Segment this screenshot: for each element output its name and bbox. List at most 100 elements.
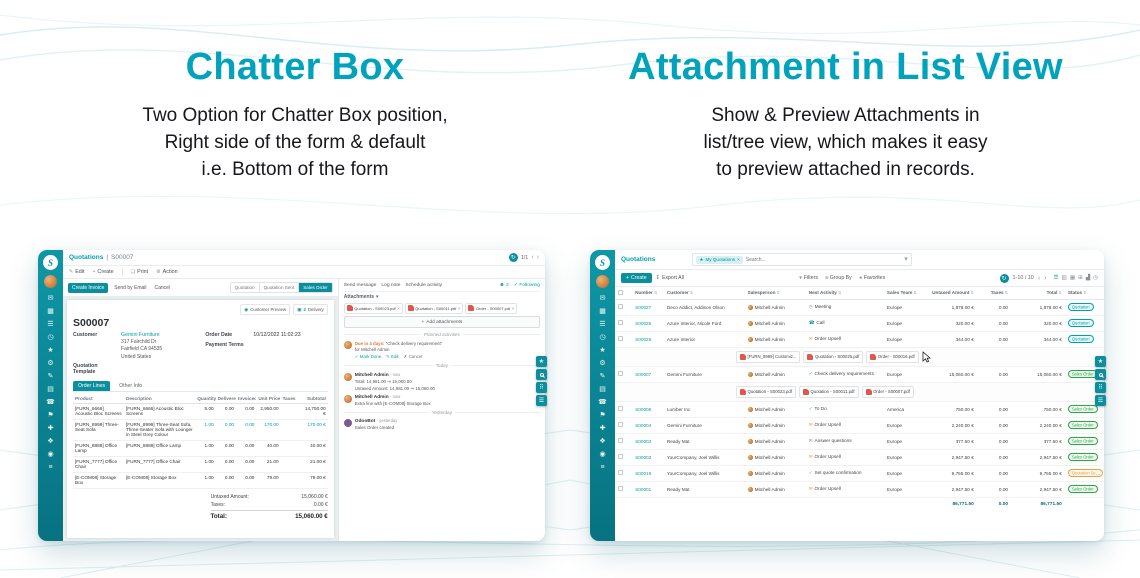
cell-invoiced[interactable]: 0.00 xyxy=(236,403,257,420)
cell-total[interactable]: 1,878.00 € xyxy=(1011,299,1065,316)
sidebar-app-icon[interactable]: ◉ xyxy=(599,451,606,458)
cell-taxes[interactable]: 0.00 xyxy=(976,366,1012,383)
cell-sales-team[interactable]: Europe xyxy=(883,465,924,482)
cell-next-activity[interactable]: ✓Check delivery requirements xyxy=(805,366,884,383)
cell-customer[interactable]: YourCompany, Joel Willis xyxy=(663,465,745,482)
star-icon[interactable]: ★ xyxy=(536,356,547,367)
list-view-icon[interactable]: ☰ xyxy=(1053,275,1059,281)
table-row[interactable]: S00006 Lumber Inc Mitchell Admin ✓To Do … xyxy=(615,401,1104,418)
action-button[interactable]: ⚙Action xyxy=(156,269,177,275)
cell-quantity[interactable]: 5.00 xyxy=(195,403,216,420)
cell-untaxed[interactable]: 2,947.50 € xyxy=(923,481,977,498)
tab-other-info[interactable]: Other Info xyxy=(119,382,143,389)
cell-customer[interactable]: Deco Addict, Addison Olson xyxy=(663,299,745,316)
filter-chip[interactable]: ★My Quotations× xyxy=(696,255,743,264)
message-author[interactable]: Mitchell Admin xyxy=(354,372,389,378)
attachment-chip[interactable]: Quotation - S00011.pdf xyxy=(798,385,859,398)
cell-customer[interactable]: Ready Mat xyxy=(663,481,745,498)
add-attachments-button[interactable]: +Add attachments xyxy=(343,316,540,328)
cancel-activity-button[interactable]: ✗ Cancel xyxy=(403,353,423,359)
cell-sales-team[interactable]: Europe xyxy=(883,331,924,348)
group-by-button[interactable]: ≣Group By xyxy=(825,275,852,281)
cell-taxes[interactable]: 0.00 xyxy=(976,449,1012,466)
cell-taxes[interactable]: 0.00 xyxy=(976,331,1012,348)
sidebar-app-icon[interactable]: ✉ xyxy=(47,295,54,302)
attachment-chip[interactable]: Order - S00007.pdf xyxy=(861,385,914,398)
cell-quantity[interactable]: 1.00 xyxy=(195,440,216,457)
row-checkbox[interactable] xyxy=(618,486,623,491)
col-unit-price[interactable]: Unit Price xyxy=(256,393,281,404)
cell-untaxed[interactable]: 9,755.00 € xyxy=(923,465,977,482)
cell-invoiced[interactable]: 0.00 xyxy=(236,472,257,489)
cell-taxes[interactable]: 0.00 xyxy=(976,433,1012,450)
cell-sales-team[interactable]: Europe xyxy=(883,366,924,383)
cell-salesperson[interactable]: Mitchell Admin xyxy=(744,417,806,434)
send-message-button[interactable]: Send message xyxy=(343,282,377,288)
cancel-button[interactable]: Cancel xyxy=(154,284,171,291)
cell-sales-team[interactable]: Europe xyxy=(883,299,924,316)
attachments-header[interactable]: Attachments ▾ xyxy=(344,294,540,300)
sidebar-app-icon[interactable]: ❖ xyxy=(47,438,54,445)
schedule-activity-button[interactable]: Schedule activity xyxy=(405,282,443,288)
sidebar-app-icon[interactable]: ★ xyxy=(599,347,606,354)
breadcrumb-app[interactable]: Quotations xyxy=(621,256,656,263)
cell-number[interactable]: S00025 xyxy=(635,336,652,342)
cell-untaxed[interactable]: 344.00 € xyxy=(923,331,977,348)
cell-salesperson[interactable]: Mitchell Admin xyxy=(744,481,806,498)
cell-product[interactable]: [E-COM08] Storage Box xyxy=(73,472,124,489)
pager-next-icon[interactable]: › xyxy=(536,254,539,261)
cell-taxes[interactable]: 0.00 xyxy=(976,481,1012,498)
cell-customer[interactable]: Azure Interior, Nicole Ford xyxy=(663,315,745,332)
cell-untaxed[interactable]: 377.50 € xyxy=(923,433,977,450)
attachment-chip[interactable]: [FURN_8999] Customiz... xyxy=(736,350,801,363)
export-all-button[interactable]: ↧Export All xyxy=(656,275,684,281)
cell-invoiced[interactable]: 0.00 xyxy=(236,456,257,473)
attachment-chip[interactable]: Order - S00016.pdf xyxy=(866,350,919,363)
col-next-activity[interactable]: Next Activity⇅ xyxy=(805,287,884,300)
sidebar-app-icon[interactable]: ☎ xyxy=(598,399,607,406)
col-untaxed[interactable]: Untaxed Amount⇅ xyxy=(923,287,977,300)
cell-delivered[interactable]: 0.00 xyxy=(215,419,237,441)
col-total[interactable]: Total⇅ xyxy=(1011,287,1065,300)
col-taxes[interactable]: Taxes xyxy=(280,393,300,404)
search-icon[interactable] xyxy=(1095,369,1106,380)
cell-invoiced[interactable]: 0.00 xyxy=(236,419,257,441)
sidebar-app-icon[interactable]: ✎ xyxy=(599,373,606,380)
cell-invoiced[interactable]: 0.00 xyxy=(236,440,257,457)
row-checkbox[interactable] xyxy=(618,304,623,309)
cell-delivered[interactable]: 0.00 xyxy=(215,456,237,473)
col-description[interactable]: Description xyxy=(123,393,196,404)
table-row[interactable]: S00007 Gemini Furniture Mitchell Admin ✓… xyxy=(615,366,1104,383)
cell-untaxed[interactable]: 2,240.00 € xyxy=(923,417,977,434)
cell-quantity[interactable]: 1.00 xyxy=(195,456,216,473)
order-line-row[interactable]: [FURN_8999] Three-Seat Sofa [FURN_8999] … xyxy=(73,419,328,441)
cell-description[interactable]: [E-COM08] Storage Box xyxy=(123,472,196,489)
pager-next-icon[interactable]: › xyxy=(1044,274,1047,282)
log-note-button[interactable]: Log note xyxy=(381,282,401,288)
menu-icon[interactable]: ☰ xyxy=(1095,395,1106,406)
cell-taxes[interactable] xyxy=(280,456,300,473)
row-checkbox[interactable] xyxy=(618,454,623,459)
cell-total[interactable]: 750.00 € xyxy=(1011,401,1065,418)
cell-untaxed[interactable]: 320.00 € xyxy=(923,315,977,332)
sidebar-app-icon[interactable]: ▦ xyxy=(599,308,606,315)
cell-taxes[interactable]: 0.00 xyxy=(976,465,1012,482)
sidebar-app-icon[interactable]: ⚙ xyxy=(47,360,54,367)
cell-taxes[interactable] xyxy=(280,440,300,457)
sidebar-app-icon[interactable]: ▦ xyxy=(47,308,54,315)
cell-salesperson[interactable]: Mitchell Admin xyxy=(744,299,806,316)
cell-sales-team[interactable]: America xyxy=(883,401,924,418)
user-avatar[interactable] xyxy=(44,275,57,288)
remove-attachment-icon[interactable]: × xyxy=(511,305,515,311)
cell-subtotal[interactable]: 40.00 € xyxy=(299,440,328,457)
cell-salesperson[interactable]: Mitchell Admin xyxy=(744,315,806,332)
cell-untaxed[interactable]: 750.00 € xyxy=(923,401,977,418)
cell-customer[interactable]: YourCompany, Joel Willis xyxy=(663,449,745,466)
table-row[interactable]: S00003 Ready Mat Mitchell Admin ✉Answer … xyxy=(615,433,1104,450)
cell-sales-team[interactable]: Europe xyxy=(883,449,924,466)
cell-number[interactable]: S00027 xyxy=(635,304,652,310)
cell-unit-price[interactable]: 2,950.00 xyxy=(256,403,281,420)
cell-number[interactable]: S00003 xyxy=(635,438,652,444)
cell-unit-price[interactable]: 21.00 xyxy=(256,456,281,473)
